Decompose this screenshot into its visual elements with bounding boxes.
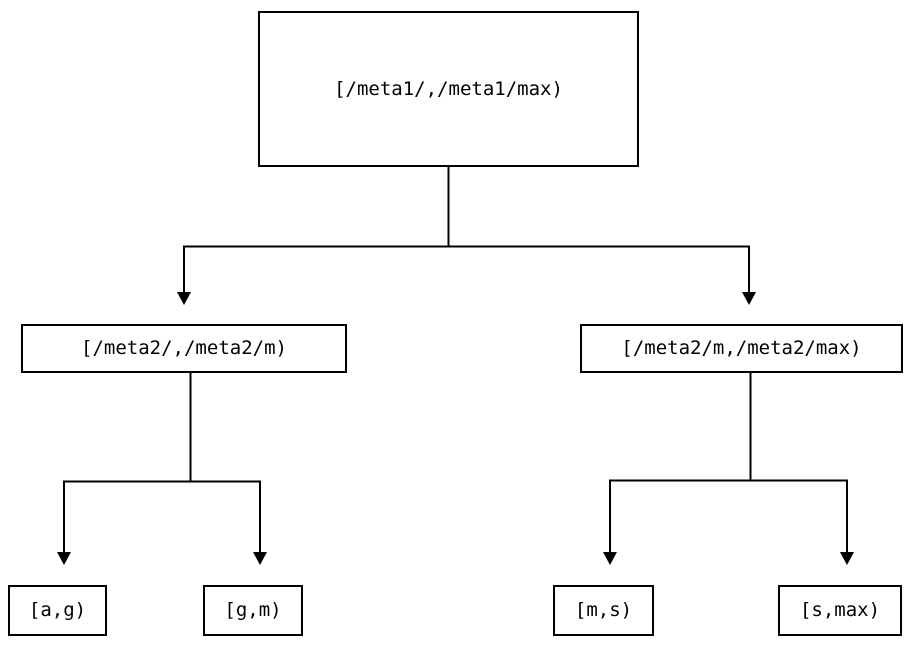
arrowhead-to-leaf-ag — [57, 552, 71, 565]
node-leaf-a-g[interactable]: [a,g) — [8, 585, 107, 636]
node-leaf-s-max[interactable]: [s,max) — [778, 585, 902, 636]
arrowhead-to-mid-left — [177, 292, 191, 305]
node-root-label: [/meta1/,/meta1/max) — [334, 77, 563, 100]
edge-root-to-mid-level — [177, 167, 756, 305]
arrowhead-to-leaf-gm — [253, 552, 267, 565]
arrowhead-to-mid-right — [742, 292, 756, 305]
node-mid-right-label: [/meta2/m,/meta2/max) — [621, 337, 862, 359]
node-mid-right[interactable]: [/meta2/m,/meta2/max) — [580, 324, 903, 373]
node-leaf-g-m-label: [g,m) — [224, 599, 282, 621]
node-mid-left-label: [/meta2/,/meta2/m) — [81, 337, 287, 359]
node-leaf-s-max-label: [s,max) — [799, 599, 881, 621]
edge-mid-left-to-leaves — [57, 373, 267, 565]
node-mid-left[interactable]: [/meta2/,/meta2/m) — [21, 324, 347, 373]
edge-mid-right-to-leaves — [603, 373, 854, 565]
arrowhead-to-leaf-ms — [603, 552, 617, 565]
node-leaf-m-s-label: [m,s) — [574, 599, 633, 621]
node-root[interactable]: [/meta1/,/meta1/max) — [258, 11, 639, 167]
node-leaf-g-m[interactable]: [g,m) — [203, 585, 303, 636]
node-leaf-m-s[interactable]: [m,s) — [553, 585, 654, 636]
arrowhead-to-leaf-smax — [840, 552, 854, 565]
node-leaf-a-g-label: [a,g) — [28, 599, 87, 621]
